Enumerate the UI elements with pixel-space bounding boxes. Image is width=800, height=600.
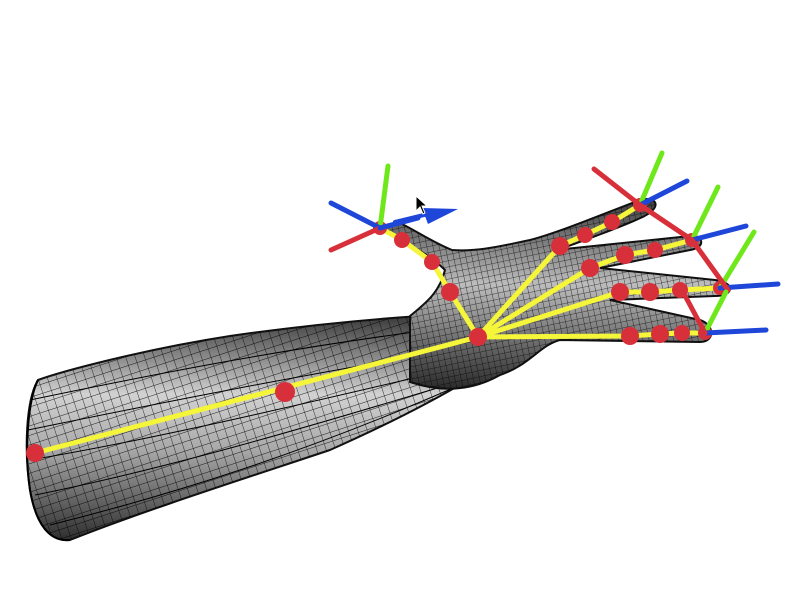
joint-shoulder bbox=[26, 444, 44, 462]
move-arrow-icon[interactable] bbox=[393, 208, 458, 224]
joint-index-2 bbox=[577, 227, 593, 243]
skeleton-joints bbox=[26, 198, 727, 462]
joint-thumb-1 bbox=[441, 283, 459, 301]
axes-gizmo-pinky[interactable] bbox=[679, 287, 769, 336]
joint-middle-1 bbox=[581, 259, 599, 277]
joint-pinky-1 bbox=[621, 327, 639, 345]
joint-thumb-2 bbox=[424, 254, 440, 270]
joint-middle-3 bbox=[647, 242, 663, 258]
joint-middle-2 bbox=[616, 246, 634, 264]
joint-ring-1 bbox=[611, 283, 629, 301]
joint-pinky-3 bbox=[674, 325, 690, 341]
axes-gizmo-ring[interactable] bbox=[689, 229, 781, 293]
joint-index-1 bbox=[551, 237, 569, 255]
joint-pinky-2 bbox=[651, 325, 669, 343]
mouse-pointer-icon bbox=[415, 194, 429, 215]
joint-index-3 bbox=[604, 214, 620, 230]
joint-ring-2 bbox=[641, 283, 659, 301]
hand-mesh[interactable] bbox=[370, 190, 750, 400]
joint-wrist bbox=[469, 328, 487, 346]
axes-gizmo-index[interactable] bbox=[591, 150, 690, 208]
bone-forearm bbox=[32, 334, 481, 456]
axes-gizmo-middle[interactable] bbox=[637, 184, 749, 243]
joint-elbow bbox=[275, 382, 295, 402]
joint-thumb-3 bbox=[394, 232, 410, 248]
